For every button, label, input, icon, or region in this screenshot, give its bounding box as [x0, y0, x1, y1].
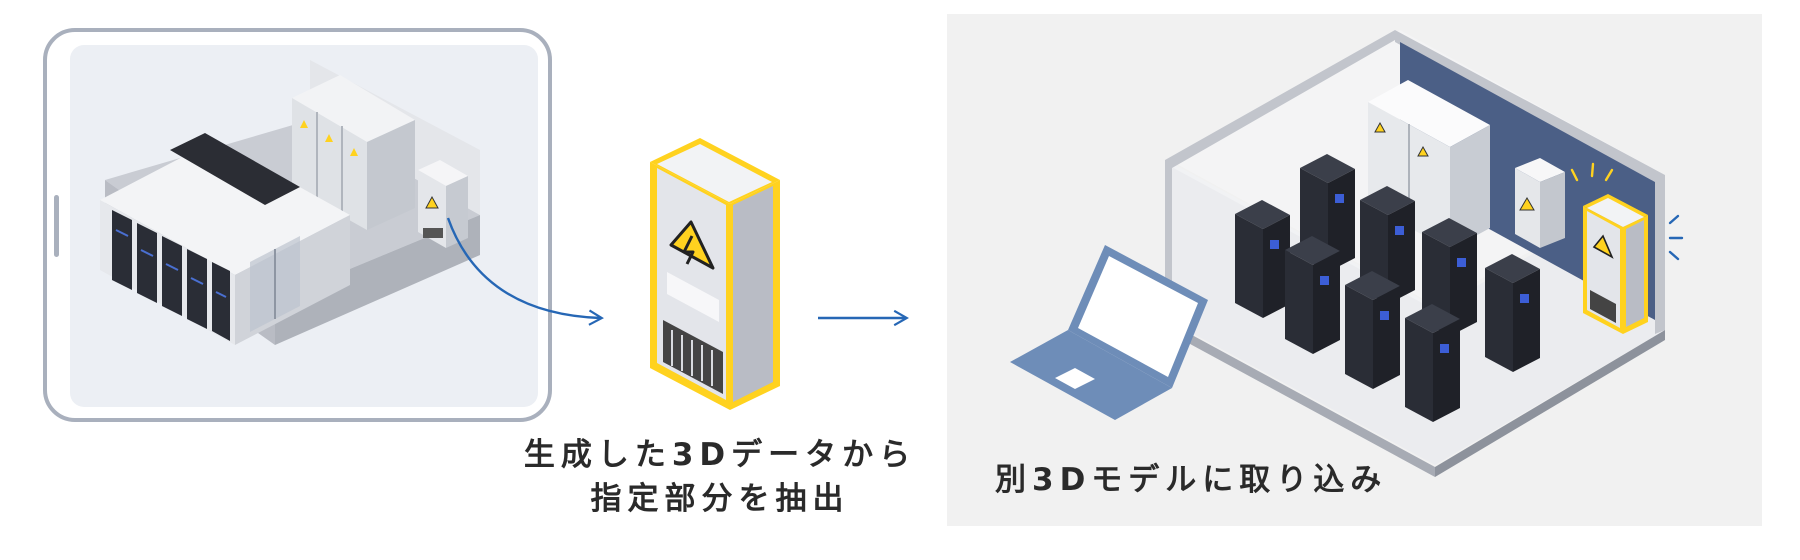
- rack: [1345, 271, 1400, 389]
- extracted-cabinet: [650, 138, 780, 410]
- target-panel: [947, 14, 1762, 526]
- extract-arrow: [446, 217, 604, 326]
- rack: [1405, 304, 1460, 422]
- extract-caption-line2: 指定部分を抽出: [590, 481, 850, 517]
- source-rack-block: [100, 133, 350, 345]
- extract-caption-line1: 生成した3Dデータから: [523, 437, 917, 473]
- vent-grille: [663, 320, 723, 394]
- inserted-cabinet: [1570, 162, 1684, 334]
- target-wall-box: [1515, 158, 1565, 248]
- source-panel: [43, 28, 552, 422]
- rack: [1422, 218, 1477, 336]
- extract-caption: 生成した3Dデータから 指定部分を抽出: [520, 433, 920, 521]
- source-electrical-box: [418, 160, 468, 248]
- rack: [1235, 200, 1290, 318]
- target-racks: [1235, 154, 1540, 422]
- laptop-icon: [1010, 245, 1208, 420]
- rack: [1285, 236, 1340, 354]
- rack: [1485, 254, 1540, 372]
- source-server-room: [100, 60, 480, 345]
- target-server-room: [1165, 30, 1684, 477]
- warning-icon: [669, 220, 715, 270]
- import-caption: 別3Dモデルに取り込み: [995, 462, 1388, 498]
- tablet-button: [54, 195, 59, 257]
